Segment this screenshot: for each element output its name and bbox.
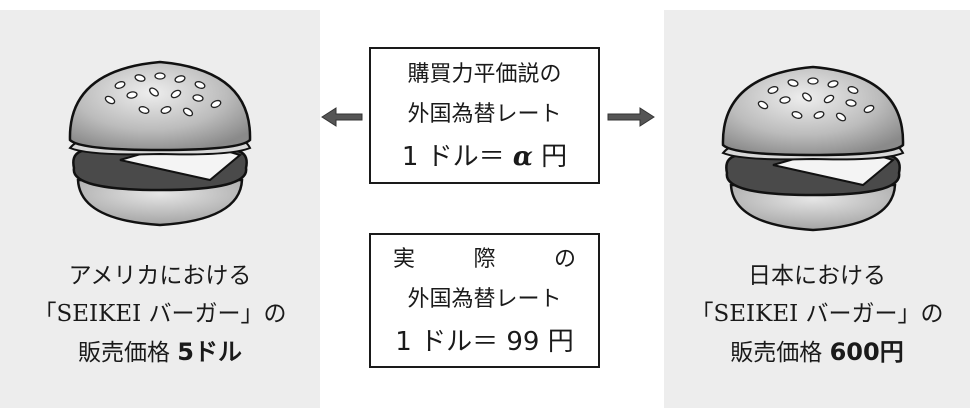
caption-price-prefix: 販売価格	[77, 340, 178, 366]
hamburger-icon	[68, 60, 252, 227]
japan-price-caption: 日本における 「SEIKEI バーガー」の 販売価格 600円	[664, 257, 970, 372]
box-subtitle: 外国為替レート	[407, 102, 562, 127]
caption-line: 「SEIKEI バーガー」の	[33, 301, 287, 327]
box-title: 実 際 の	[371, 240, 598, 280]
ppp-rate: 1 ドル＝ α 円	[371, 135, 598, 179]
usa-price-caption: アメリカにおける 「SEIKEI バーガー」の 販売価格 5ドル	[0, 257, 320, 372]
japan-price: 600円	[829, 338, 904, 366]
title-char: 際	[473, 247, 496, 272]
caption-price-line: 販売価格 5ドル	[0, 333, 320, 372]
rate-suffix: 円	[532, 142, 568, 172]
caption-line: アメリカにおける	[68, 263, 252, 289]
arrow-right-icon	[607, 107, 655, 127]
rate-prefix: 1 ドル＝	[401, 142, 513, 172]
caption-price-prefix: 販売価格	[730, 340, 830, 366]
arrow-left-icon	[321, 107, 363, 127]
ppp-rate-box: 購買力平価説の 外国為替レート 1 ドル＝ α 円	[369, 47, 600, 184]
caption-line: 日本における	[748, 263, 886, 289]
caption-price-line: 販売価格 600円	[664, 333, 970, 372]
title-char: 実	[393, 247, 416, 272]
caption-line: 「SEIKEI バーガー」の	[690, 301, 944, 327]
alpha-symbol: α	[512, 142, 533, 172]
actual-rate-box: 実 際 の 外国為替レート 1 ドル＝ 99 円	[369, 233, 600, 368]
box-title: 購買力平価説の	[407, 62, 562, 87]
title-char: の	[553, 247, 576, 272]
actual-rate: 1 ドル＝ 99 円	[395, 327, 574, 357]
usa-price: 5ドル	[177, 338, 242, 366]
hamburger-icon	[721, 65, 905, 232]
box-subtitle: 外国為替レート	[407, 287, 562, 312]
